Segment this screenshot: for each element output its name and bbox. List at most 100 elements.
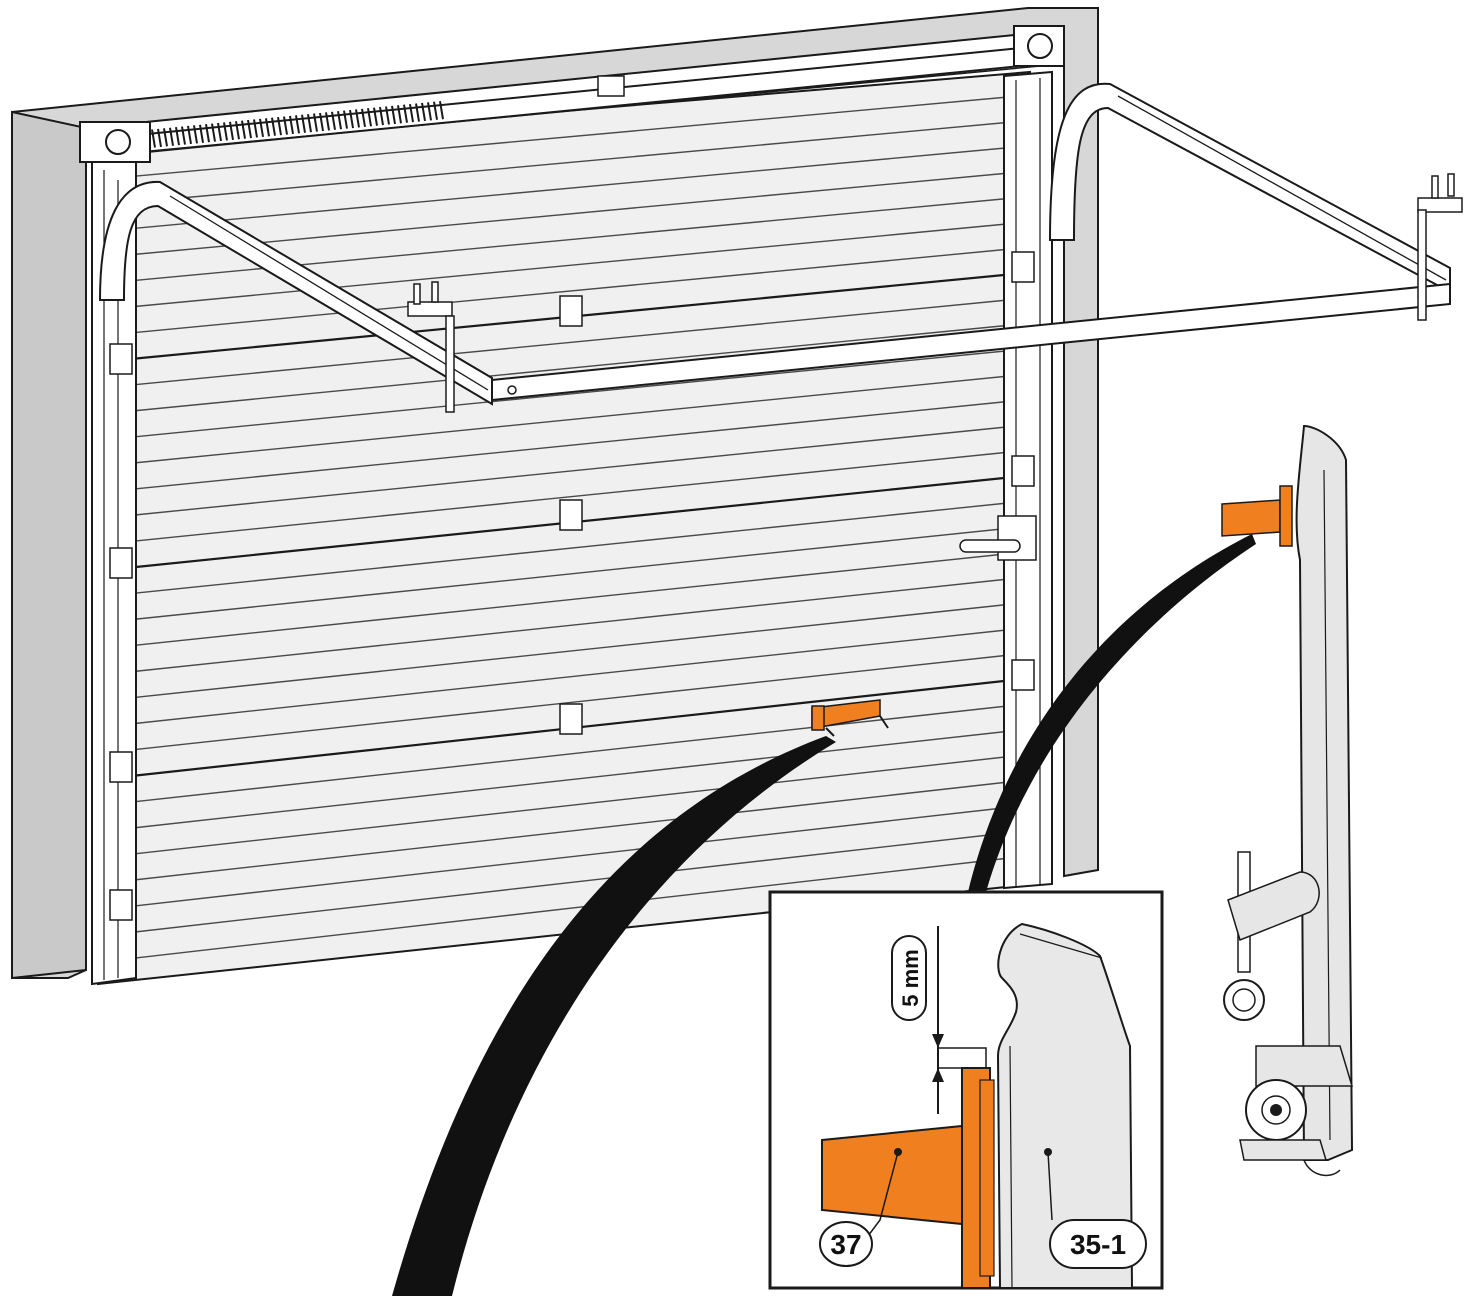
spring-coil (403, 104, 408, 123)
callout-35-1-text: 35-1 (1070, 1229, 1126, 1260)
spring-coil (433, 101, 438, 120)
panel-rib-line (135, 426, 1005, 516)
spring-coil (205, 124, 210, 143)
hinge-plate (109, 751, 133, 783)
spring-coil (397, 105, 402, 124)
bottom-section-side-view (1221, 424, 1354, 1177)
spring-coil (301, 114, 306, 133)
spring-coil (229, 121, 234, 141)
spring-coil (175, 126, 180, 146)
spring-coil (193, 125, 198, 144)
torsion-spring (151, 101, 444, 148)
hinge-plate (1011, 659, 1035, 691)
spring-coil (337, 111, 342, 130)
panel-rib-line (135, 654, 1005, 751)
panel-rib-line (135, 122, 1005, 203)
spring-coil (163, 128, 168, 147)
spring-coil (235, 121, 240, 140)
spring-coil (409, 103, 414, 123)
left-ceiling-hanger (407, 281, 455, 413)
panel-rib-line (135, 451, 1005, 542)
zoom-pointer-right (968, 534, 1256, 892)
spring-coil (157, 128, 162, 148)
spring-coil (151, 129, 156, 148)
spring-coil (307, 113, 312, 133)
panel-rib-line (135, 502, 1005, 594)
spring-coil (391, 105, 396, 125)
hinge-plate (1011, 455, 1035, 487)
callout-35-1-bubble (1049, 1219, 1147, 1269)
right-ceiling-hanger (1417, 173, 1463, 321)
spring-coil (271, 117, 276, 136)
spring-coil (277, 116, 282, 136)
panel-rib-line (135, 299, 1005, 386)
dimension-label-frame (891, 935, 927, 1021)
callout-37-bubble (819, 1221, 873, 1267)
panel-rib-line (135, 756, 1005, 855)
spring-coil (181, 126, 186, 145)
spring-coil (283, 116, 288, 135)
spring-coil (169, 127, 174, 146)
spring-coil (223, 122, 228, 141)
zoom-pointer-left (392, 736, 836, 1296)
bracket-side-view (1221, 499, 1281, 537)
panel-rib-line (135, 705, 1005, 803)
panel-rib-line (135, 553, 1005, 646)
panel-rib-line (135, 781, 1005, 881)
dimension-arrow-up (932, 1068, 944, 1082)
panel-rib-line (135, 223, 1005, 308)
leader-35-1 (1047, 1151, 1053, 1221)
panel-rib-line (135, 96, 1005, 177)
panel-rib-line (135, 857, 1005, 959)
hinge-plate (109, 889, 133, 921)
spring-coil (319, 112, 324, 132)
spring-coil (295, 115, 300, 134)
spring-coil (439, 101, 444, 120)
spring-coil (427, 102, 432, 121)
panel-rib-line (135, 401, 1005, 490)
spring-coil (325, 112, 330, 131)
detail-inset: 5 mm 37 35-1 (768, 890, 1164, 1290)
spring-coil (385, 106, 390, 125)
spring-coil (313, 113, 318, 132)
panel-rib-line (135, 629, 1005, 725)
spring-coil (211, 123, 216, 142)
spring-coil (367, 108, 372, 127)
hinge-plate (559, 703, 583, 735)
panel-rib-line (135, 528, 1005, 620)
spring-coil (373, 107, 378, 126)
spring-coil (331, 111, 336, 130)
panel-rib-line (135, 375, 1005, 464)
spring-coil (187, 125, 192, 145)
spring-coil (199, 124, 204, 143)
door-handle (959, 515, 1037, 561)
spring-coil (241, 120, 246, 139)
panel-rib-line (135, 325, 1005, 412)
dimension-arrow-down (932, 1034, 944, 1048)
hinge-plate (1011, 251, 1035, 283)
panel-rib-line (135, 248, 1005, 334)
torsion-spring-shaft (79, 25, 1065, 163)
spring-coil (265, 118, 270, 137)
spring-coil (361, 108, 366, 128)
spring-coil (355, 109, 360, 128)
callout-37-text: 37 (830, 1229, 861, 1260)
spring-coil (349, 109, 354, 129)
bottom-bracket-profile (996, 922, 1134, 1289)
panel-rib-line (135, 147, 1005, 229)
panel-rib-line (135, 832, 1005, 933)
hinge-plate (559, 499, 583, 531)
section-hinges (109, 251, 1035, 921)
panel-rib-line (135, 807, 1005, 907)
spring-coil (247, 119, 252, 139)
spring-coil (253, 119, 258, 138)
spring-coil (289, 115, 294, 135)
center-bearing-bracket (597, 75, 625, 97)
spring-coil (415, 103, 420, 122)
hinge-plate (109, 547, 133, 579)
panel-rib-line (135, 350, 1005, 438)
spring-coil (217, 122, 222, 142)
right-horizontal-track (1048, 82, 1451, 294)
panel-rib-line (135, 604, 1005, 699)
